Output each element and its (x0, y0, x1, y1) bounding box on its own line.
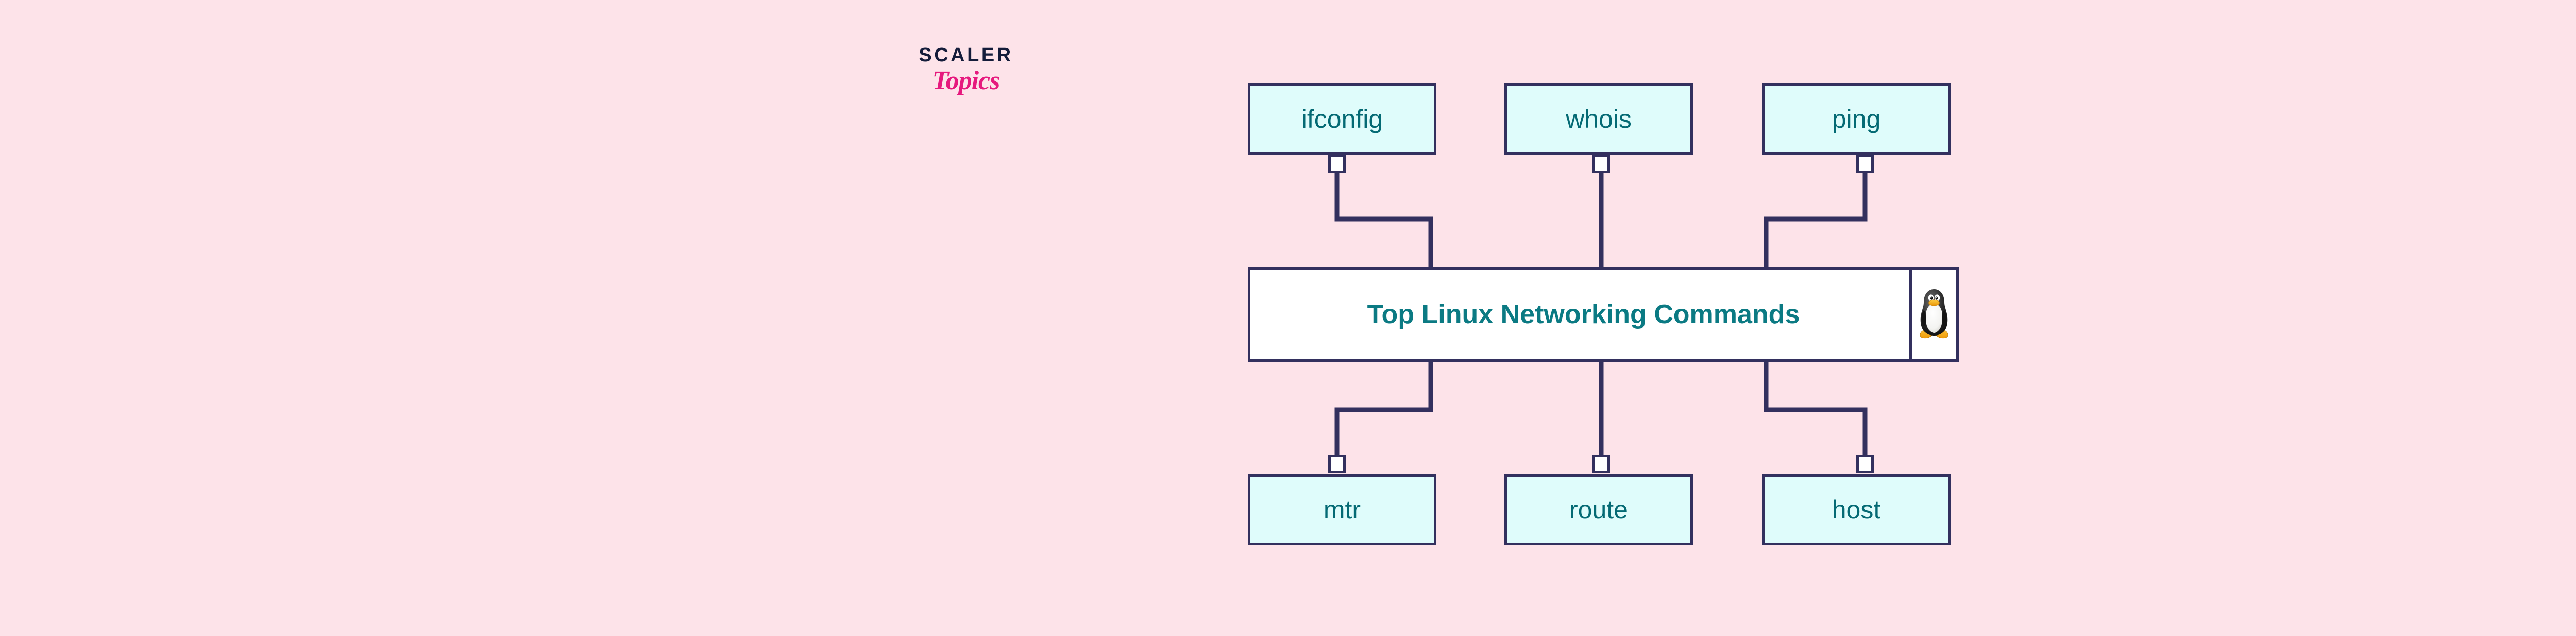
page-title: Top Linux Networking Commands (1367, 299, 1800, 329)
port-route (1592, 455, 1610, 473)
node-label-mtr: mtr (1323, 495, 1361, 524)
brand-name-primary: SCALER (919, 44, 1013, 66)
linux-tux-penguin-icon (1920, 289, 1948, 339)
node-ping[interactable]: ping (1762, 83, 1954, 158)
center-title-box[interactable]: Top Linux Networking Commands (1248, 267, 1959, 362)
node-label-ping: ping (1832, 105, 1881, 133)
node-whois[interactable]: whois (1504, 83, 1697, 158)
brand-name-secondary: Topics (932, 66, 1001, 95)
node-host[interactable]: host (1762, 474, 1954, 549)
wire-ping (1764, 170, 1868, 270)
port-ifconfig (1328, 155, 1346, 173)
wire-mtr (1334, 360, 1433, 462)
center-title-cell: Top Linux Networking Commands (1250, 270, 1909, 359)
node-label-route: route (1569, 495, 1628, 524)
wire-ifconfig (1334, 170, 1433, 270)
node-route[interactable]: route (1504, 474, 1697, 549)
port-ping (1856, 155, 1874, 173)
node-label-whois: whois (1566, 105, 1632, 133)
node-label-host: host (1832, 495, 1881, 524)
center-logo-cell (1909, 270, 1956, 359)
port-whois (1592, 155, 1610, 173)
port-mtr (1328, 455, 1346, 473)
node-ifconfig[interactable]: ifconfig (1248, 83, 1440, 158)
wire-host (1764, 360, 1868, 462)
node-mtr[interactable]: mtr (1248, 474, 1440, 549)
scaler-topics-logo: SCALER Topics (899, 45, 1033, 95)
node-label-ifconfig: ifconfig (1301, 105, 1383, 133)
port-host (1856, 455, 1874, 473)
